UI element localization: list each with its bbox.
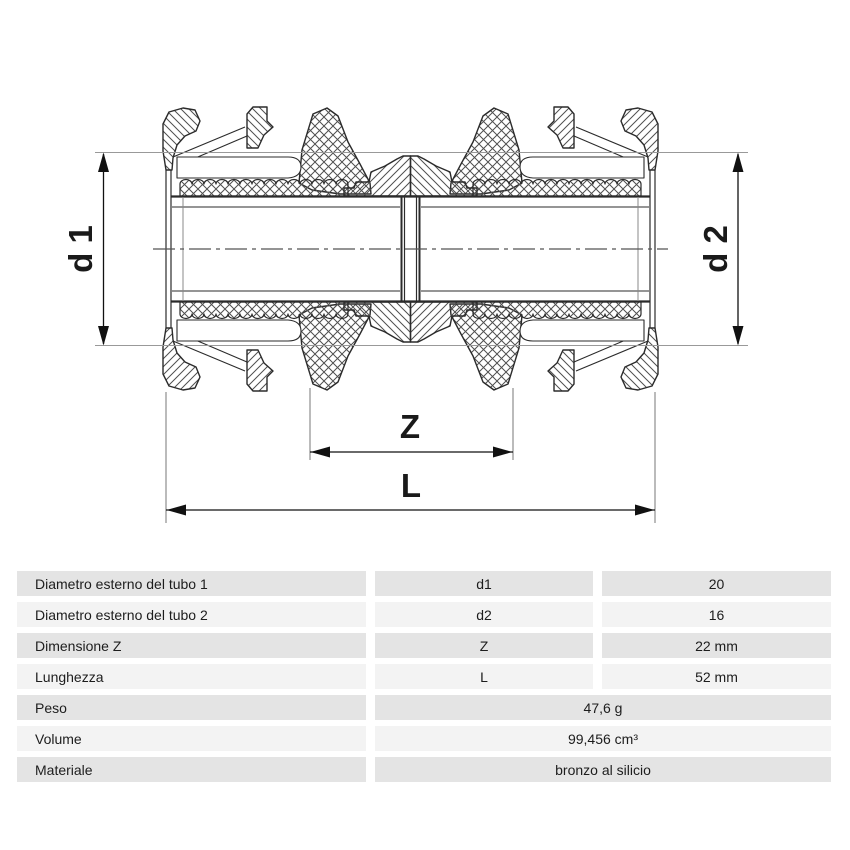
table-row: Diametro esterno del tubo 1 d1 20 bbox=[17, 571, 831, 596]
dim-label-z: Z bbox=[400, 408, 420, 445]
spec-value: bronzo al silicio bbox=[375, 757, 831, 782]
spec-symbol: d1 bbox=[375, 571, 593, 596]
extension-lines-d bbox=[95, 152, 748, 346]
arrow-left-icon bbox=[310, 446, 330, 458]
arrow-right-icon bbox=[493, 446, 513, 458]
dimension-z: Z bbox=[309, 388, 514, 460]
spec-label: Diametro esterno del tubo 2 bbox=[17, 602, 366, 627]
table-row: Lunghezza L 52 mm bbox=[17, 664, 831, 689]
arrow-right-icon bbox=[635, 504, 655, 516]
coupling-bottom-right bbox=[409, 247, 660, 393]
coupling-top-right bbox=[409, 105, 660, 251]
dimension-d2: d 2 bbox=[697, 152, 744, 346]
table-row: Diametro esterno del tubo 2 d2 16 bbox=[17, 602, 831, 627]
spec-label: Dimensione Z bbox=[17, 633, 366, 658]
spec-value: 47,6 g bbox=[375, 695, 831, 720]
spec-value: 16 bbox=[602, 602, 831, 627]
dim-label-d2: d 2 bbox=[697, 225, 734, 273]
dimension-l: L bbox=[165, 392, 656, 523]
arrow-down-icon bbox=[98, 326, 109, 346]
spec-label: Lunghezza bbox=[17, 664, 366, 689]
spec-value: 22 mm bbox=[602, 633, 831, 658]
coupling-bottom-left bbox=[161, 247, 412, 393]
arrow-down-icon bbox=[732, 326, 744, 346]
spec-label: Diametro esterno del tubo 1 bbox=[17, 571, 366, 596]
spec-label: Materiale bbox=[17, 757, 366, 782]
dim-label-l: L bbox=[401, 467, 421, 504]
spec-label: Volume bbox=[17, 726, 366, 751]
table-row: Dimensione Z Z 22 mm bbox=[17, 633, 831, 658]
arrow-up-icon bbox=[98, 152, 109, 172]
dimension-d1: d 1 bbox=[62, 152, 109, 346]
coupling-top-left bbox=[161, 105, 412, 251]
arrow-left-icon bbox=[166, 504, 186, 516]
arrow-up-icon bbox=[732, 152, 744, 172]
table-row: Peso 47,6 g bbox=[17, 695, 831, 720]
spec-value: 99,456 cm³ bbox=[375, 726, 831, 751]
spec-value: 52 mm bbox=[602, 664, 831, 689]
spec-table: Diametro esterno del tubo 1 d1 20 Diamet… bbox=[17, 571, 831, 788]
table-row: Volume 99,456 cm³ bbox=[17, 726, 831, 751]
spec-symbol: L bbox=[375, 664, 593, 689]
technical-drawing: d 1 d 2 Z L bbox=[62, 105, 748, 523]
dim-label-d1: d 1 bbox=[62, 225, 99, 273]
spec-value: 20 bbox=[602, 571, 831, 596]
spec-symbol: Z bbox=[375, 633, 593, 658]
spec-label: Peso bbox=[17, 695, 366, 720]
spec-symbol: d2 bbox=[375, 602, 593, 627]
table-row: Materiale bronzo al silicio bbox=[17, 757, 831, 782]
